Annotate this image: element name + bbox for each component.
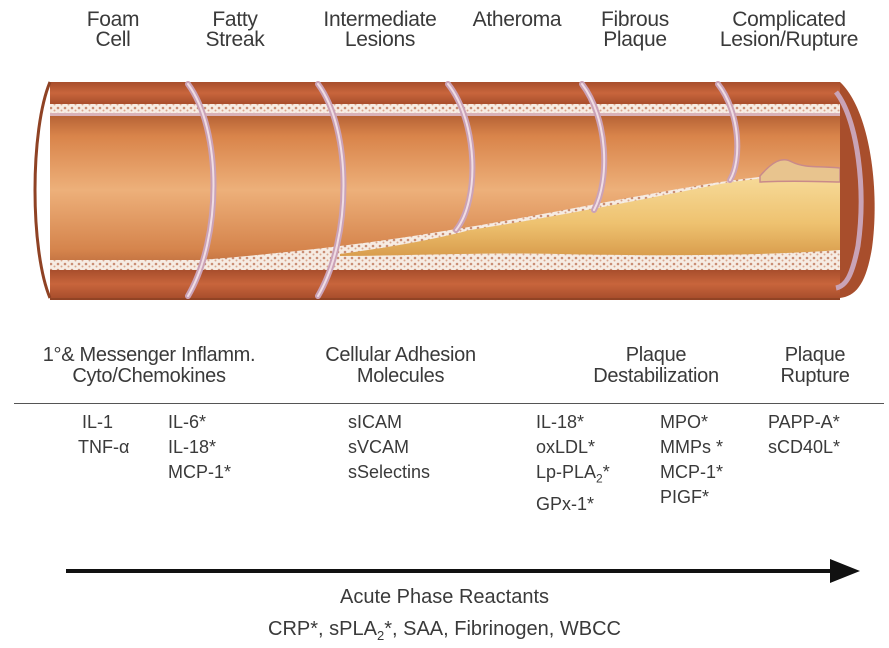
stage-title-foam-cell: Foam Cell — [58, 10, 168, 50]
top-wall-lining — [50, 113, 840, 116]
category-line: Molecules — [298, 366, 503, 387]
acute-phase-text: CRP*, sPLA — [268, 618, 377, 640]
artery-illustration — [0, 70, 889, 332]
category-line: Rupture — [755, 366, 875, 387]
stage-title-line: Complicated — [704, 10, 874, 30]
markers-column-6: PAPP-A* sCD40L* — [768, 410, 840, 460]
category-line: Plaque — [755, 345, 875, 366]
marker-item-lp-pla2: Lp-PLA2* — [536, 460, 610, 492]
top-wall-intima — [50, 104, 840, 113]
category-line: Destabilization — [566, 366, 746, 387]
timeline-arrow-line — [66, 569, 836, 573]
marker-item: oxLDL* — [536, 435, 610, 460]
marker-item: IL-6* — [168, 410, 231, 435]
stage-title-intermediate-lesions: Intermediate Lesions — [306, 10, 454, 50]
stage-title-line: Plaque — [580, 30, 690, 50]
divider-line — [14, 403, 884, 404]
markers-column-3: sICAM sVCAM sSelectins — [348, 410, 430, 485]
category-plaque-destabilization: Plaque Destabilization — [566, 345, 746, 387]
marker-subscript: 2 — [596, 472, 603, 486]
marker-item: PAPP-A* — [768, 410, 840, 435]
category-line: Cyto/Chemokines — [4, 366, 294, 387]
category-cellular-adhesion: Cellular Adhesion Molecules — [298, 345, 503, 387]
vessel-cut-end — [840, 82, 875, 298]
stage-title-line: Intermediate — [306, 10, 454, 30]
marker-text: Lp-PLA — [536, 462, 596, 482]
stage-title-line: Streak — [180, 30, 290, 50]
marker-item: IL-18* — [536, 410, 610, 435]
marker-item: MPO* — [660, 410, 723, 435]
bottom-wall-outer — [50, 270, 840, 298]
category-plaque-rupture: Plaque Rupture — [755, 345, 875, 387]
acute-phase-text: *, SAA, Fibrinogen, WBCC — [384, 618, 621, 640]
category-messenger-cytokines: 1°& Messenger Inflamm. Cyto/Chemokines — [4, 345, 294, 387]
marker-item: sICAM — [348, 410, 430, 435]
stage-title-line: Atheroma — [462, 10, 572, 30]
stage-title-line: Fibrous — [580, 10, 690, 30]
marker-text: * — [603, 462, 610, 482]
marker-item: sCD40L* — [768, 435, 840, 460]
marker-item: IL-1 — [78, 410, 129, 435]
stage-title-line: Cell — [58, 30, 168, 50]
stage-title-line: Lesion/Rupture — [704, 30, 874, 50]
vessel-left-end — [35, 82, 50, 298]
marker-item: PIGF* — [660, 485, 723, 510]
marker-item: IL-18* — [168, 435, 231, 460]
category-line: Cellular Adhesion — [298, 345, 503, 366]
marker-item: MCP-1* — [660, 460, 723, 485]
stage-title-complicated-lesion: Complicated Lesion/Rupture — [704, 10, 874, 50]
markers-column-1: IL-1 TNF-α — [78, 410, 129, 460]
markers-column-4: IL-18* oxLDL* Lp-PLA2* GPx-1* — [536, 410, 610, 517]
acute-phase-title: Acute Phase Reactants — [0, 586, 889, 609]
marker-item: MCP-1* — [168, 460, 231, 485]
stage-title-line: Fatty — [180, 10, 290, 30]
stage-title-fatty-streak: Fatty Streak — [180, 10, 290, 50]
markers-column-5: MPO* MMPs * MCP-1* PIGF* — [660, 410, 723, 510]
stage-title-atheroma: Atheroma — [462, 10, 572, 30]
stage-title-fibrous-plaque: Fibrous Plaque — [580, 10, 690, 50]
stage-title-line: Foam — [58, 10, 168, 30]
category-line: 1°& Messenger Inflamm. — [4, 345, 294, 366]
arrow-head-icon — [830, 559, 860, 583]
marker-item: sSelectins — [348, 460, 430, 485]
marker-item: GPx-1* — [536, 492, 610, 517]
marker-item: TNF-α — [78, 435, 129, 460]
category-line: Plaque — [566, 345, 746, 366]
marker-item: MMPs * — [660, 435, 723, 460]
markers-column-2: IL-6* IL-18* MCP-1* — [168, 410, 231, 485]
acute-phase-markers: CRP*, sPLA2*, SAA, Fibrinogen, WBCC — [0, 618, 889, 643]
stage-title-line: Lesions — [306, 30, 454, 50]
marker-item: sVCAM — [348, 435, 430, 460]
